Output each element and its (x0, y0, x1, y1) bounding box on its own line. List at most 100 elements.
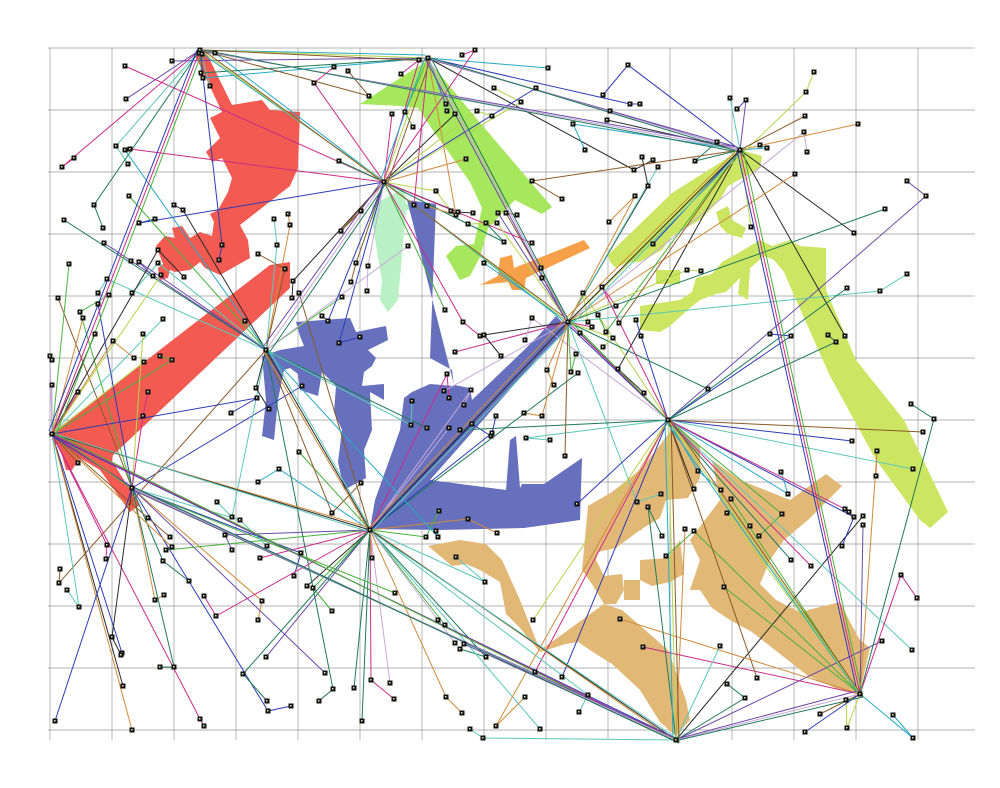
node-center (482, 737, 484, 739)
node-center (483, 262, 485, 264)
node-center (605, 331, 607, 333)
connection-line (51, 433, 123, 654)
connection-line (268, 181, 388, 354)
connection-line (54, 433, 374, 534)
node-center (171, 359, 173, 361)
node-center (853, 232, 855, 234)
node-center (108, 294, 110, 296)
node-center (298, 292, 300, 294)
node-center (541, 415, 543, 417)
node-center (183, 276, 185, 278)
connection-line (430, 57, 744, 154)
connection-line (532, 419, 669, 621)
node-center (333, 66, 335, 68)
node-center (203, 595, 205, 597)
node-center (454, 642, 456, 644)
connection-line (202, 57, 429, 79)
node-center (171, 60, 173, 62)
node-center (106, 544, 108, 546)
node-center (105, 558, 107, 560)
connection-line (369, 372, 579, 531)
node-center (368, 95, 370, 97)
node-center (51, 433, 53, 435)
node-center (147, 517, 149, 519)
node-center (577, 372, 579, 374)
node-center (450, 210, 452, 212)
node-center (730, 498, 732, 500)
node-center (667, 419, 669, 421)
connection-line (306, 529, 371, 587)
node-center (641, 156, 643, 158)
node-center (906, 180, 908, 182)
node-center (485, 222, 487, 224)
node-center (284, 268, 286, 270)
node-center (410, 424, 412, 426)
node-center (844, 335, 846, 337)
node-center (693, 488, 695, 490)
node-center (910, 403, 912, 405)
node-center (97, 303, 99, 305)
node-center (426, 427, 428, 429)
node-center (758, 535, 760, 537)
connection-line (265, 349, 428, 429)
connection-line (859, 524, 864, 695)
node-center (769, 333, 771, 335)
node-center (500, 355, 502, 357)
node-center (143, 361, 145, 363)
node-center (115, 145, 117, 147)
node-center (301, 385, 303, 387)
connection-line (51, 317, 84, 435)
node-center (835, 341, 837, 343)
node-center (745, 99, 747, 101)
node-center (841, 545, 843, 547)
connection-line (667, 419, 914, 470)
connection-line (672, 690, 858, 741)
node-center (639, 103, 641, 105)
node-center (389, 682, 391, 684)
connection-line (202, 49, 432, 62)
connection-line (369, 529, 541, 730)
connection-line (664, 419, 674, 738)
node-center (884, 208, 886, 210)
connection-line (534, 419, 669, 673)
green-shape (360, 60, 552, 280)
node-center (68, 263, 70, 265)
connection-line (265, 349, 371, 531)
node-center (152, 275, 154, 277)
connection-line (51, 433, 133, 731)
connection-line (430, 57, 572, 326)
node-center (157, 249, 159, 251)
connection-line (859, 693, 914, 739)
node-center (916, 597, 918, 599)
connection-line (667, 419, 853, 442)
node-center (900, 574, 902, 576)
node-center (459, 648, 461, 650)
node-center (131, 729, 133, 731)
node-center (726, 683, 728, 685)
node-center (267, 710, 269, 712)
node-center (268, 408, 270, 410)
node-center (483, 334, 485, 336)
node-center (619, 618, 621, 620)
node-center (78, 606, 80, 608)
connection-line (131, 385, 303, 489)
node-center (584, 149, 586, 151)
connection-line (383, 158, 467, 183)
node-center (367, 265, 369, 267)
node-center (332, 688, 334, 690)
node-center (353, 687, 355, 689)
node-center (479, 335, 481, 337)
node-center (49, 355, 51, 357)
node-center (463, 404, 465, 406)
node-center (138, 261, 140, 263)
connection-line (619, 618, 861, 695)
node-center (454, 113, 456, 115)
node-center (546, 369, 548, 371)
node-center (729, 97, 731, 99)
node-center (256, 397, 258, 399)
node-center (291, 297, 293, 299)
node-center (459, 429, 461, 431)
node-center (130, 260, 132, 262)
node-center (922, 431, 924, 433)
node-center (157, 262, 159, 264)
